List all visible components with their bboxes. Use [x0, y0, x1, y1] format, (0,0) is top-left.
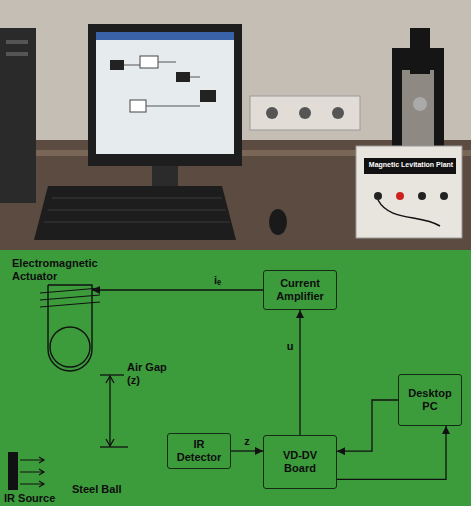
actuator-outline [48, 285, 92, 373]
signal-name: u [285, 339, 296, 352]
node-heading: Electromagnetic Actuator [12, 257, 130, 283]
steel-ball [50, 327, 90, 367]
screen-block [200, 90, 216, 102]
screen-wire [124, 62, 200, 106]
cpu-slot [6, 40, 28, 44]
coil-winding [40, 288, 100, 293]
diagram-ground [0, 250, 471, 506]
node-label: Desktop PC [404, 387, 456, 413]
ir-source-bar [8, 452, 18, 490]
air-gap-dimension [100, 375, 128, 447]
node-label: IR Detector [173, 438, 225, 464]
process-box: IR Detector [167, 433, 231, 469]
screen-block [176, 72, 190, 82]
keyboard-keys [44, 198, 230, 222]
maglev-socket [418, 192, 426, 200]
maglev-frame-gap [402, 70, 434, 148]
node-label: VD-DV Board [269, 449, 331, 475]
ir-rays [20, 457, 44, 487]
actuator-shape: Electromagnetic Actuator [48, 285, 92, 373]
screen-block [140, 56, 158, 68]
coil-winding [40, 302, 100, 307]
monitor [88, 24, 242, 166]
socket-hole [266, 107, 278, 119]
signal-connector [337, 400, 398, 451]
process-box: Current Amplifier [263, 270, 337, 310]
maglev-socket [396, 192, 404, 200]
coil-winding [40, 295, 100, 300]
cpu-tower [0, 28, 36, 203]
power-sockets [250, 96, 360, 130]
socket-hole [332, 107, 344, 119]
signal-connector [299, 310, 300, 435]
maglev-name-strip [364, 158, 456, 174]
monitor-stand [152, 166, 178, 186]
signal-name: iₑ [212, 274, 223, 287]
maglev-socket [440, 192, 448, 200]
mouse [269, 209, 287, 235]
maglev-socket [374, 192, 382, 200]
photo-ground [0, 0, 471, 250]
maglev-coil [410, 28, 430, 74]
process-box: VD-DV Board [263, 435, 337, 489]
process-box: Desktop PC [398, 374, 462, 426]
signal-connector [231, 450, 263, 451]
maglev-ball [413, 97, 427, 111]
signal-connector [92, 289, 263, 290]
nameplate-text: Magnetic Levitation Plant [367, 160, 455, 169]
screen-block [110, 60, 124, 70]
keyboard [34, 186, 236, 240]
part-label: Air Gap (z) [127, 361, 177, 387]
screen-block [130, 100, 146, 112]
part-label: IR Source [4, 492, 55, 505]
maglev-base [356, 146, 462, 238]
signal-name: z [242, 435, 252, 448]
node-label: Current Amplifier [269, 277, 331, 303]
part-label: Steel Ball [72, 483, 122, 496]
socket-hole [299, 107, 311, 119]
cpu-slot [6, 52, 28, 56]
monitor-screen [96, 32, 234, 154]
maglev-cable [378, 200, 440, 226]
signal-connector [337, 426, 446, 479]
window-bar [96, 32, 234, 40]
